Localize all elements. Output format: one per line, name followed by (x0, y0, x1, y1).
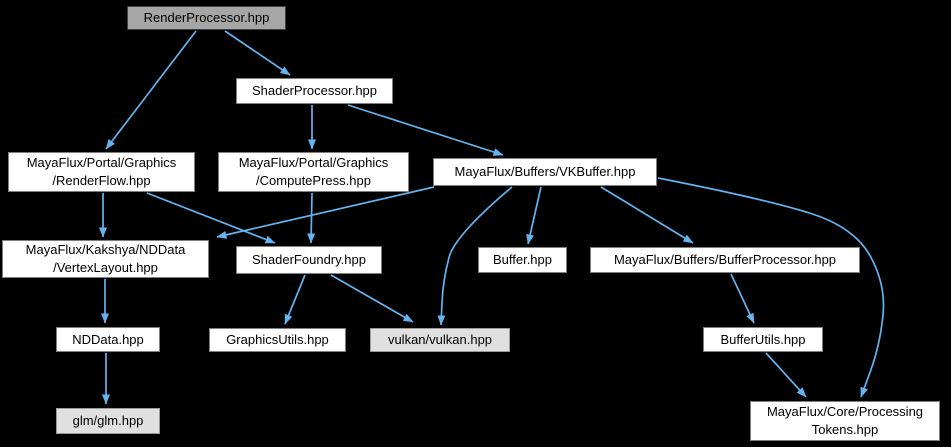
node-label-line: ShaderProcessor.hpp (251, 83, 378, 98)
edge-vk-buffer-to-vertex-layout (216, 186, 435, 239)
edge-buffer-utils-to-processing-tokens (765, 352, 807, 398)
node-vulkan: vulkan/vulkan.hpp (370, 328, 510, 352)
node-label-line: Tokens.hpp (811, 422, 879, 437)
node-label-line: MayaFlux/Portal/Graphics (238, 155, 389, 170)
node-label-line: Buffer.hpp (492, 252, 553, 267)
edge-render-processor-to-shader-processor (224, 30, 291, 76)
edge-render-processor-to-render-flow (105, 30, 197, 150)
node-label-line: RenderProcessor.hpp (143, 10, 270, 25)
node-buffer[interactable]: Buffer.hpp (478, 247, 567, 273)
node-label-line: vulkan/vulkan.hpp (387, 332, 493, 347)
node-graphics-utils[interactable]: GraphicsUtils.hpp (209, 328, 346, 352)
node-compute-press[interactable]: MayaFlux/Portal/Graphics/ComputePress.hp… (218, 152, 409, 192)
node-label-line: MayaFlux/Buffers/BufferProcessor.hpp (613, 252, 837, 267)
node-buffer-processor[interactable]: MayaFlux/Buffers/BufferProcessor.hpp (590, 247, 860, 273)
node-label-line: GraphicsUtils.hpp (226, 332, 329, 347)
node-shader-foundry[interactable]: ShaderFoundry.hpp (236, 246, 382, 274)
node-shader-processor[interactable]: ShaderProcessor.hpp (236, 78, 393, 104)
node-render-processor: RenderProcessor.hpp (127, 6, 286, 30)
edge-compute-press-to-shader-foundry (307, 192, 316, 244)
node-nddata[interactable]: NDData.hpp (56, 327, 160, 352)
node-label-line: ShaderFoundry.hpp (252, 252, 366, 267)
node-label-line: NDData.hpp (72, 331, 144, 347)
node-label-line: MayaFlux/Portal/Graphics (26, 155, 177, 170)
node-label-line: glm/glm.hpp (72, 413, 144, 428)
node-label-line: /ComputePress.hpp (256, 173, 371, 188)
node-label-line: MayaFlux/Core/Processing (766, 404, 924, 419)
node-label-line: /RenderFlow.hpp (52, 173, 151, 188)
edge-vk-buffer-to-processing-tokens (657, 177, 885, 398)
node-label-line: /VertexLayout.hpp (53, 260, 158, 275)
node-buffer-utils[interactable]: BufferUtils.hpp (703, 327, 823, 352)
edge-vk-buffer-to-buffer-processor (600, 186, 694, 244)
edge-buffer-processor-to-buffer-utils (730, 273, 755, 324)
node-vertex-layout[interactable]: MayaFlux/Kakshya/NDData/VertexLayout.hpp (2, 240, 209, 278)
node-glm: glm/glm.hpp (56, 408, 160, 434)
node-label-line: BufferUtils.hpp (720, 331, 806, 347)
node-label-line: MayaFlux/Kakshya/NDData (25, 242, 186, 257)
edge-shader-foundry-to-graphics-utils (284, 274, 306, 325)
edge-vk-buffer-to-buffer (526, 186, 542, 245)
node-vk-buffer[interactable]: MayaFlux/Buffers/VKBuffer.hpp (433, 158, 657, 186)
edge-shader-foundry-to-vulkan (330, 274, 414, 323)
edge-render-flow-to-shader-foundry (146, 192, 276, 244)
edge-vk-buffer-to-vulkan (437, 186, 513, 326)
node-render-flow[interactable]: MayaFlux/Portal/Graphics/RenderFlow.hpp (8, 152, 195, 192)
edge-shader-processor-to-vk-buffer (347, 104, 504, 156)
node-label-line: MayaFlux/Buffers/VKBuffer.hpp (454, 164, 636, 179)
